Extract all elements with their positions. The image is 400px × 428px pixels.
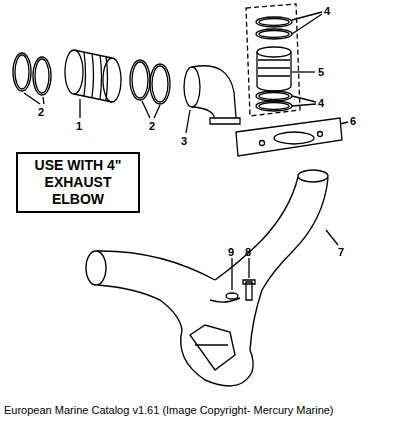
washer — [226, 293, 238, 299]
note-box: USE WITH 4" EXHAUST ELBOW — [16, 152, 140, 213]
callout-number: 5 — [318, 66, 324, 78]
callout-number: 4 — [324, 5, 330, 17]
hose-5 — [257, 47, 291, 91]
hose-clamp — [130, 60, 150, 100]
hose-clamp — [13, 53, 31, 91]
callout-number: 2 — [149, 120, 155, 132]
callout-number: 2 — [38, 106, 44, 118]
callout-number: 1 — [76, 120, 82, 132]
callout-number: 6 — [350, 115, 356, 127]
gasket — [236, 118, 342, 156]
callout-number: 7 — [338, 246, 344, 258]
callout-number: 8 — [245, 246, 251, 258]
bellows-hose — [65, 50, 121, 102]
dashed-group — [246, 4, 300, 116]
note-text: USE WITH 4" EXHAUST ELBOW — [23, 157, 133, 208]
caption: European Marine Catalog v1.61 (Image Cop… — [4, 404, 334, 417]
callout-number: 9 — [228, 246, 234, 258]
callout-number: 3 — [181, 135, 187, 147]
hose-clamp — [150, 64, 170, 104]
bolt — [243, 280, 255, 300]
hose-clamp — [33, 57, 51, 95]
callout-number: 4 — [318, 97, 324, 109]
exhaust-elbow — [184, 66, 240, 124]
